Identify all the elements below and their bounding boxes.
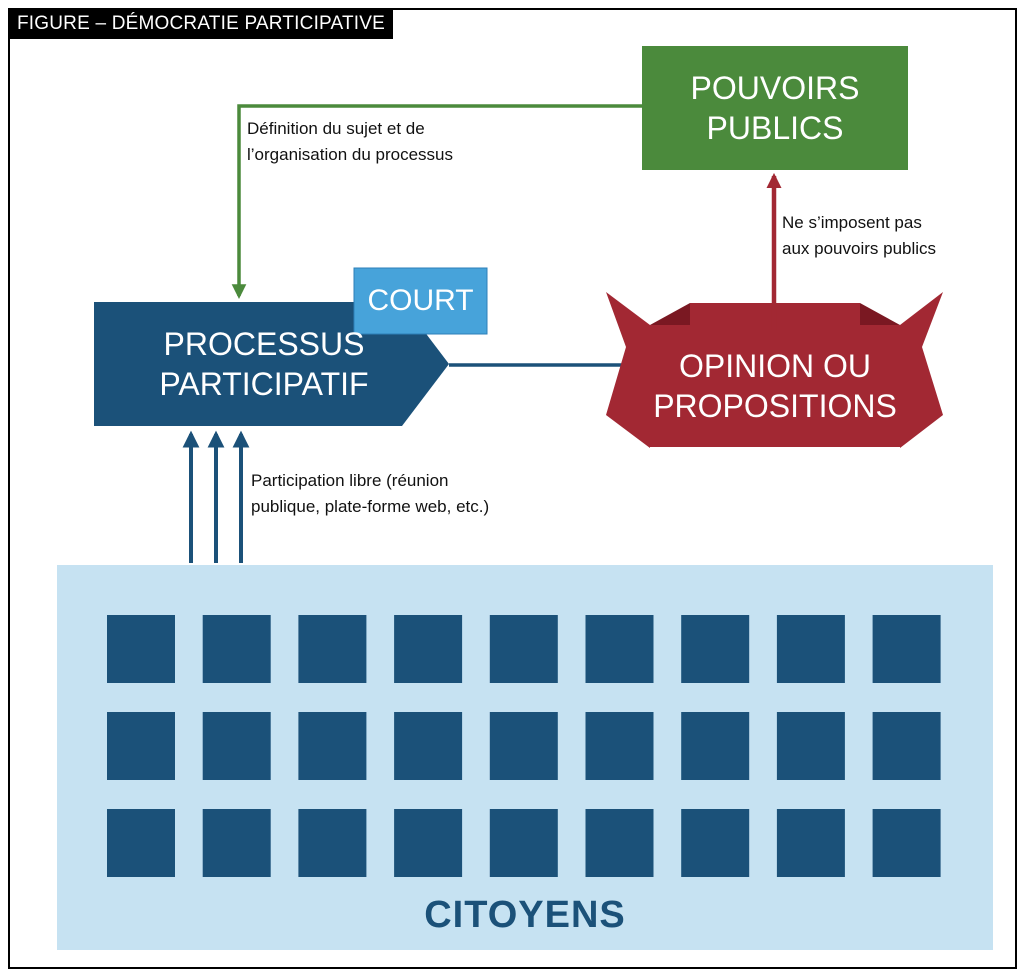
citizen-square <box>489 809 558 877</box>
citizen-square <box>298 712 367 780</box>
participation-line2: publique, plate-forme web, etc.) <box>251 497 490 516</box>
citizen-square <box>776 712 845 780</box>
citizen-square <box>872 615 941 683</box>
citizen-square <box>776 809 845 877</box>
citizen-square <box>107 809 175 877</box>
citizen-square <box>681 615 750 683</box>
citizen-grid <box>107 615 941 877</box>
citizen-square <box>202 809 271 877</box>
citizen-square <box>681 809 750 877</box>
opinion-label: OPINION OU PROPOSITIONS <box>650 325 900 447</box>
citizen-square <box>681 712 750 780</box>
pouvoirs-publics-label: POUVOIRS PUBLICS <box>642 46 908 170</box>
citizen-square <box>202 712 271 780</box>
citizen-square <box>872 809 941 877</box>
opinion-line1: OPINION OU <box>678 348 871 384</box>
definition-line2: l’organisation du processus <box>247 145 454 164</box>
citoyens-label: CITOYENS <box>424 894 626 936</box>
ne-simposent-note: Ne s’imposent pas aux pouvoirs publics <box>782 210 982 262</box>
ne-simposent-line2: aux pouvoirs publics <box>782 239 937 258</box>
citizen-square <box>202 615 271 683</box>
citizen-square <box>298 615 367 683</box>
citizen-square <box>394 712 463 780</box>
citizen-square <box>489 615 558 683</box>
citizen-square <box>585 809 654 877</box>
pouvoirs-publics-box <box>642 46 908 170</box>
citizen-square <box>776 615 845 683</box>
citizen-square <box>872 712 941 780</box>
definition-line1: Définition du sujet et de <box>247 119 425 138</box>
ne-simposent-line1: Ne s’imposent pas <box>782 213 922 232</box>
opinion-ribbon <box>606 292 943 448</box>
arrow-definition <box>231 104 642 299</box>
opinion-line2: PROPOSITIONS <box>653 388 897 424</box>
citizen-square <box>394 809 463 877</box>
pouvoirs-line1: POUVOIRS <box>690 70 860 106</box>
court-tag-label: COURT <box>367 284 474 317</box>
processus-label: PROCESSUS PARTICIPATIF <box>94 302 434 426</box>
figure-title: FIGURE – DÉMOCRATIE PARTICIPATIVE <box>9 9 393 39</box>
citizen-square <box>585 712 654 780</box>
citizen-square <box>107 615 175 683</box>
citizen-square <box>585 615 654 683</box>
outer-frame <box>8 8 1017 969</box>
court-tag-box <box>353 267 488 335</box>
processus-line1: PROCESSUS <box>163 326 365 362</box>
citizen-square <box>489 712 558 780</box>
citizen-square <box>298 809 367 877</box>
definition-note: Définition du sujet et de l’organisation… <box>247 116 517 168</box>
citizen-square <box>107 712 175 780</box>
processus-line2: PARTICIPATIF <box>159 366 369 402</box>
pouvoirs-line2: PUBLICS <box>706 110 844 146</box>
citizen-square <box>394 615 463 683</box>
participation-note: Participation libre (réunion publique, p… <box>251 468 551 520</box>
participation-line1: Participation libre (réunion <box>251 471 449 490</box>
